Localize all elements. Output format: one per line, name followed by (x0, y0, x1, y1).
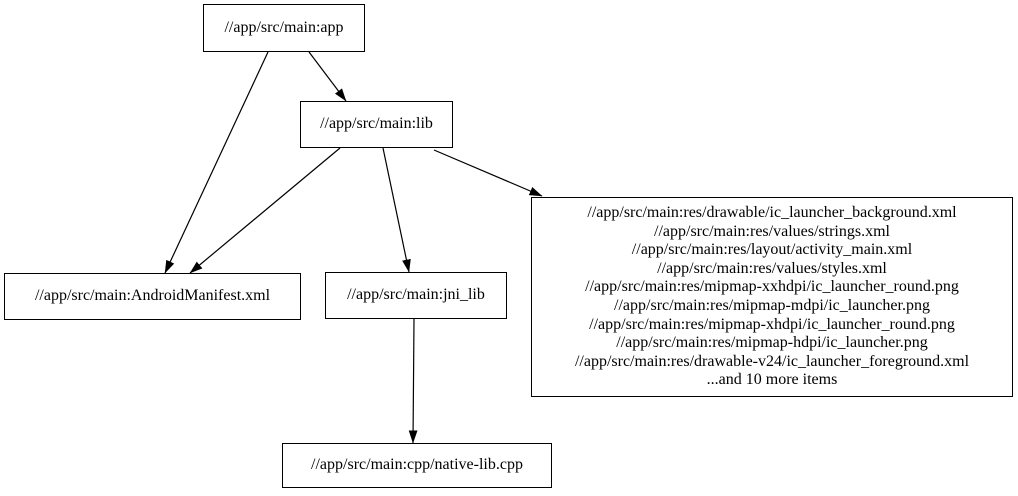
resource-line: //app/src/main:res/mipmap-xhdpi/ic_launc… (589, 315, 955, 333)
resource-line: //app/src/main:res/layout/activity_main.… (631, 241, 913, 259)
edge-app-lib (308, 51, 347, 102)
node-androidmanifest: //app/src/main:AndroidManifest.xml (4, 273, 301, 320)
resource-line: //app/src/main:res/mipmap-xxhdpi/ic_laun… (585, 278, 959, 296)
edge-app-androidmanifest (164, 51, 269, 274)
edge-lib-jnilib (382, 147, 411, 273)
node-app-label: //app/src/main:app (224, 18, 344, 36)
node-jni-lib: //app/src/main:jni_lib (325, 272, 507, 319)
node-jni-lib-label: //app/src/main:jni_lib (347, 286, 485, 304)
resource-line: //app/src/main:res/mipmap-hdpi/ic_launch… (616, 334, 928, 352)
node-native-lib-cpp-label: //app/src/main:cpp/native-lib.cpp (311, 456, 523, 474)
resource-line: //app/src/main:res/values/strings.xml (654, 222, 890, 240)
edge-jnilib-nativelibcpp (408, 318, 418, 444)
resource-line-more-items: ...and 10 more items (706, 371, 838, 389)
node-androidmanifest-label: //app/src/main:AndroidManifest.xml (34, 287, 271, 305)
node-app: //app/src/main:app (203, 4, 365, 52)
resource-line: //app/src/main:res/mipmap-mdpi/ic_launch… (614, 297, 930, 314)
node-resources: //app/src/main:res/drawable/ic_launcher_… (531, 197, 1013, 397)
resource-line: //app/src/main:res/drawable/ic_launcher_… (587, 204, 957, 222)
node-native-lib-cpp: //app/src/main:cpp/native-lib.cpp (282, 443, 552, 488)
resource-line: //app/src/main:res/values/styles.xml (657, 259, 887, 277)
edge-lib-androidmanifest (189, 147, 341, 274)
resource-line: //app/src/main:res/drawable-v24/ic_launc… (574, 352, 970, 370)
node-lib: //app/src/main:lib (300, 101, 453, 148)
edge-lib-resources (433, 149, 543, 197)
node-lib-label: //app/src/main:lib (320, 115, 433, 133)
